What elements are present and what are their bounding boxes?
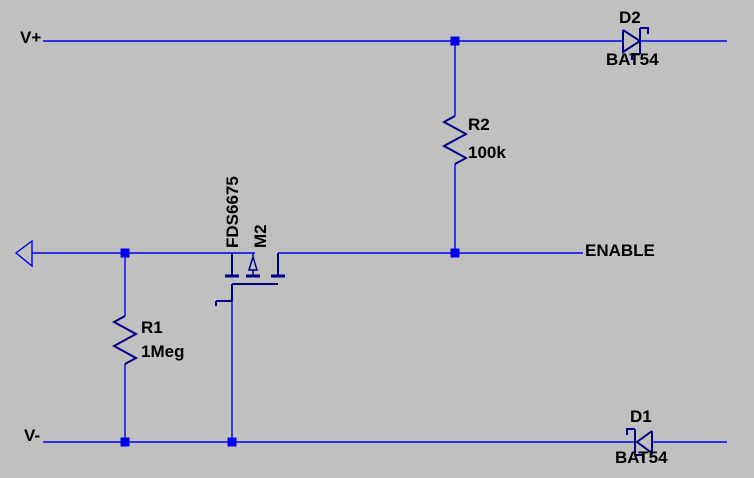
component-value-r2[interactable]: 100k: [468, 143, 506, 162]
resistor-r1-segment[interactable]: [111, 315, 139, 365]
junction-dot: [450, 36, 460, 46]
resistor-r2-segment[interactable]: [441, 115, 469, 165]
mosfet-m2[interactable]: [215, 253, 285, 306]
mosfet-m2-segment[interactable]: [247, 256, 259, 271]
wires[interactable]: [32, 40, 727, 443]
component-name-r2[interactable]: R2: [468, 115, 490, 134]
component-name-d1[interactable]: D1: [630, 407, 652, 426]
diode-d2-segment[interactable]: [631, 53, 640, 60]
junction-dot: [120, 437, 130, 447]
net-label-vplus[interactable]: V+: [20, 28, 42, 47]
resistor-r1[interactable]: [111, 315, 139, 365]
input-port-arrow-icon[interactable]: [14, 239, 33, 268]
resistor-r2[interactable]: [441, 115, 469, 165]
junction-dot: [450, 248, 460, 258]
diode-d2-segment[interactable]: [622, 29, 642, 54]
component-value-d2[interactable]: BAT54: [606, 50, 659, 69]
diode-d2[interactable]: [622, 27, 649, 60]
junction-dot: [120, 248, 130, 258]
diode-d2-segment[interactable]: [640, 27, 649, 34]
junction-dot: [227, 437, 237, 447]
component-name-r1[interactable]: R1: [141, 318, 163, 337]
component-name-m2[interactable]: M2: [251, 224, 270, 248]
net-label-vminus[interactable]: V-: [24, 426, 41, 445]
component-type-m2[interactable]: FDS6675: [223, 176, 242, 248]
symbols: [111, 27, 653, 461]
junction-dots: [120, 36, 460, 447]
component-value-d1[interactable]: BAT54: [615, 448, 668, 467]
diode-d1[interactable]: [626, 428, 653, 461]
diode-d1-segment[interactable]: [635, 430, 653, 455]
net-label-enable[interactable]: ENABLE: [585, 241, 655, 260]
diode-d1-segment[interactable]: [626, 428, 635, 435]
component-value-r1[interactable]: 1Meg: [141, 342, 185, 361]
component-name-d2[interactable]: D2: [619, 8, 641, 27]
diode-d1-segment[interactable]: [635, 454, 644, 461]
